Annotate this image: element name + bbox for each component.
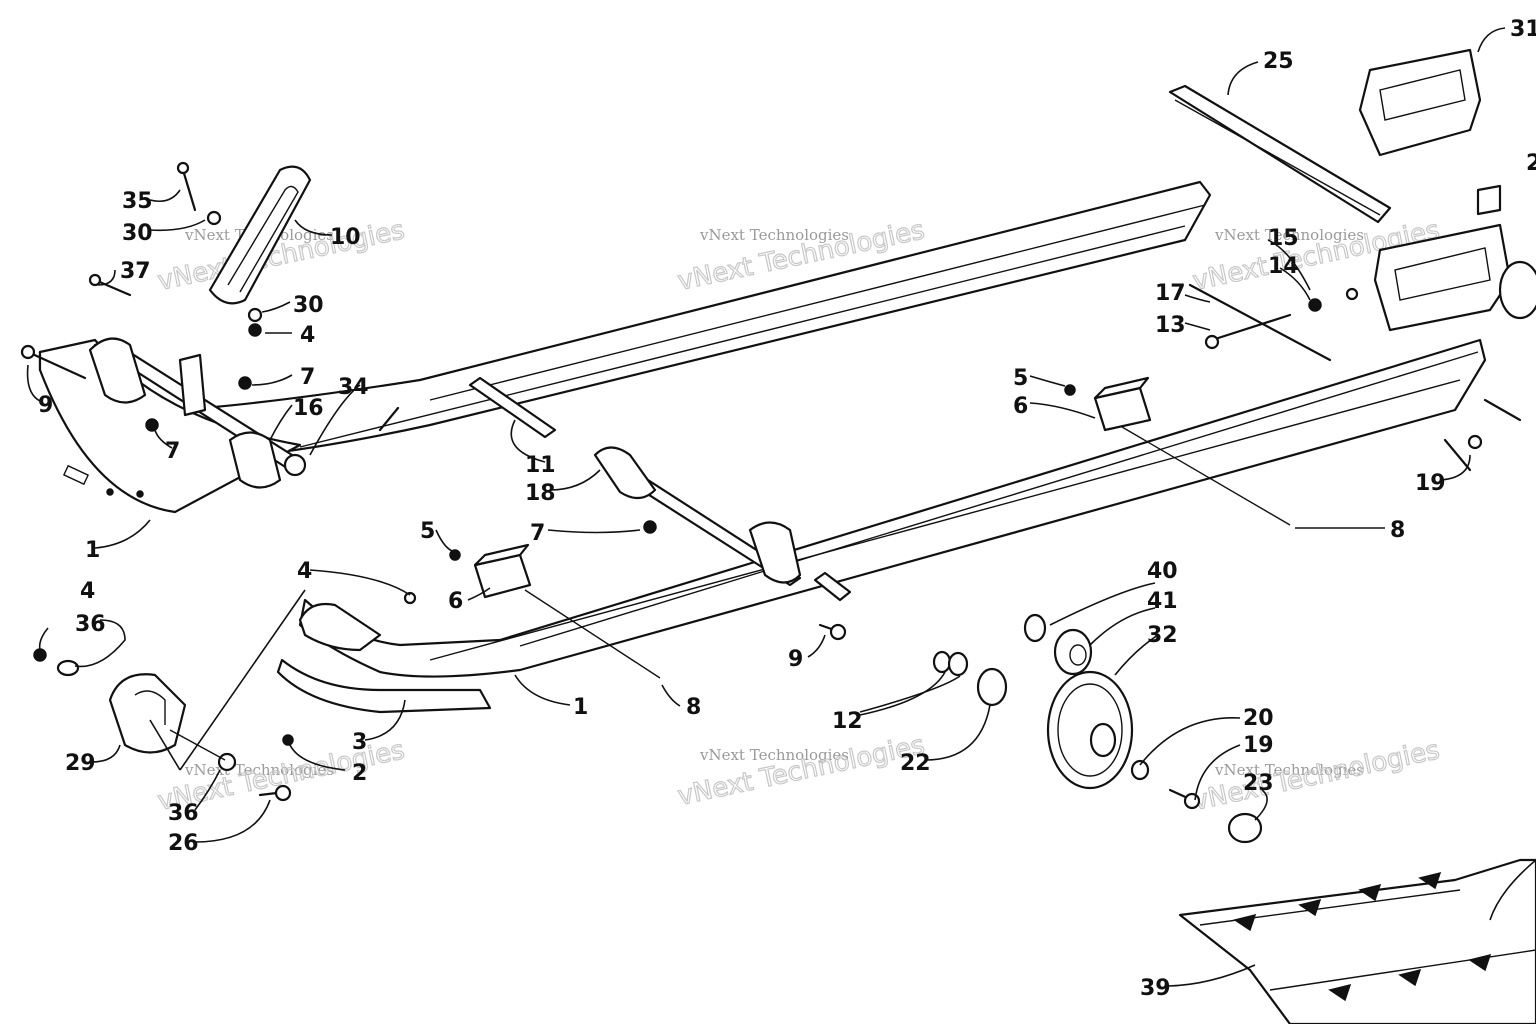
watermark-large-5: vNext Technologies (675, 730, 927, 812)
track-belt (1178, 858, 1536, 1024)
watermark-5: vNext Technologies (699, 746, 849, 764)
label-34: 34 (338, 375, 369, 400)
watermark-6: vNext Technologies (1214, 761, 1364, 779)
label-1b: 1 (573, 695, 588, 720)
leader-lines (26, 27, 1536, 987)
label-23: 23 (1243, 771, 1274, 796)
label-4a: 4 (300, 323, 315, 348)
label-29: 29 (65, 751, 96, 776)
label-32: 32 (1147, 623, 1178, 648)
label-6b: 6 (448, 589, 463, 614)
label-10: 10 (330, 225, 361, 250)
label-14: 14 (1268, 254, 1299, 279)
label-26: 26 (168, 831, 199, 856)
arm-bracket (178, 353, 207, 417)
label-7b: 7 (165, 439, 180, 464)
label-35: 35 (122, 189, 153, 214)
label-37: 37 (120, 259, 151, 284)
label-4b: 4 (297, 559, 312, 584)
label-19a: 19 (1415, 471, 1446, 496)
spacer-blocks (473, 376, 1152, 599)
label-17: 17 (1155, 281, 1186, 306)
label-39: 39 (1140, 976, 1171, 1001)
label-30b: 30 (293, 293, 324, 318)
label-12: 12 (832, 709, 863, 734)
watermark-3: vNext Technologies (1214, 226, 1364, 244)
label-2c: 2 (1526, 151, 1536, 176)
label-30a: 30 (122, 221, 153, 246)
nuts-washers (33, 210, 1359, 772)
label-13: 13 (1155, 313, 1186, 338)
part-labels: 31 25 2 35 30 10 37 30 4 7 34 9 16 7 11 … (38, 17, 1536, 1001)
label-6a: 6 (1013, 394, 1028, 419)
label-9b: 9 (788, 647, 803, 672)
label-19b: 19 (1243, 733, 1274, 758)
label-7a: 7 (300, 365, 315, 390)
wear-bar (276, 602, 492, 714)
label-20: 20 (1243, 706, 1274, 731)
watermark-2: vNext Technologies (699, 226, 849, 244)
label-41: 41 (1147, 589, 1178, 614)
label-36a: 36 (75, 612, 106, 637)
parts (20, 48, 1536, 1024)
label-7c: 7 (530, 521, 545, 546)
label-4c: 4 (80, 579, 95, 604)
rear-axle-wheel (932, 613, 1263, 844)
front-bumper-block (108, 673, 226, 761)
label-40: 40 (1147, 559, 1178, 584)
rear-brackets (1358, 48, 1536, 332)
label-8b: 8 (686, 695, 701, 720)
label-15: 15 (1268, 226, 1299, 251)
label-5a: 5 (1013, 366, 1028, 391)
label-22: 22 (900, 751, 931, 776)
rear-shaft (1168, 84, 1392, 224)
label-18: 18 (525, 481, 556, 506)
label-36b: 36 (168, 801, 199, 826)
label-25: 25 (1263, 49, 1294, 74)
link-arm (176, 161, 312, 305)
label-9a: 9 (38, 393, 53, 418)
label-16: 16 (293, 396, 324, 421)
middle-cross-shaft (468, 376, 852, 602)
label-5b: 5 (420, 519, 435, 544)
label-31: 31 (1510, 17, 1536, 42)
label-2: 2 (352, 761, 367, 786)
label-3: 3 (352, 730, 367, 755)
label-11: 11 (525, 453, 556, 478)
bolts (20, 273, 1522, 810)
label-8a: 8 (1390, 518, 1405, 543)
label-1a: 1 (85, 538, 100, 563)
